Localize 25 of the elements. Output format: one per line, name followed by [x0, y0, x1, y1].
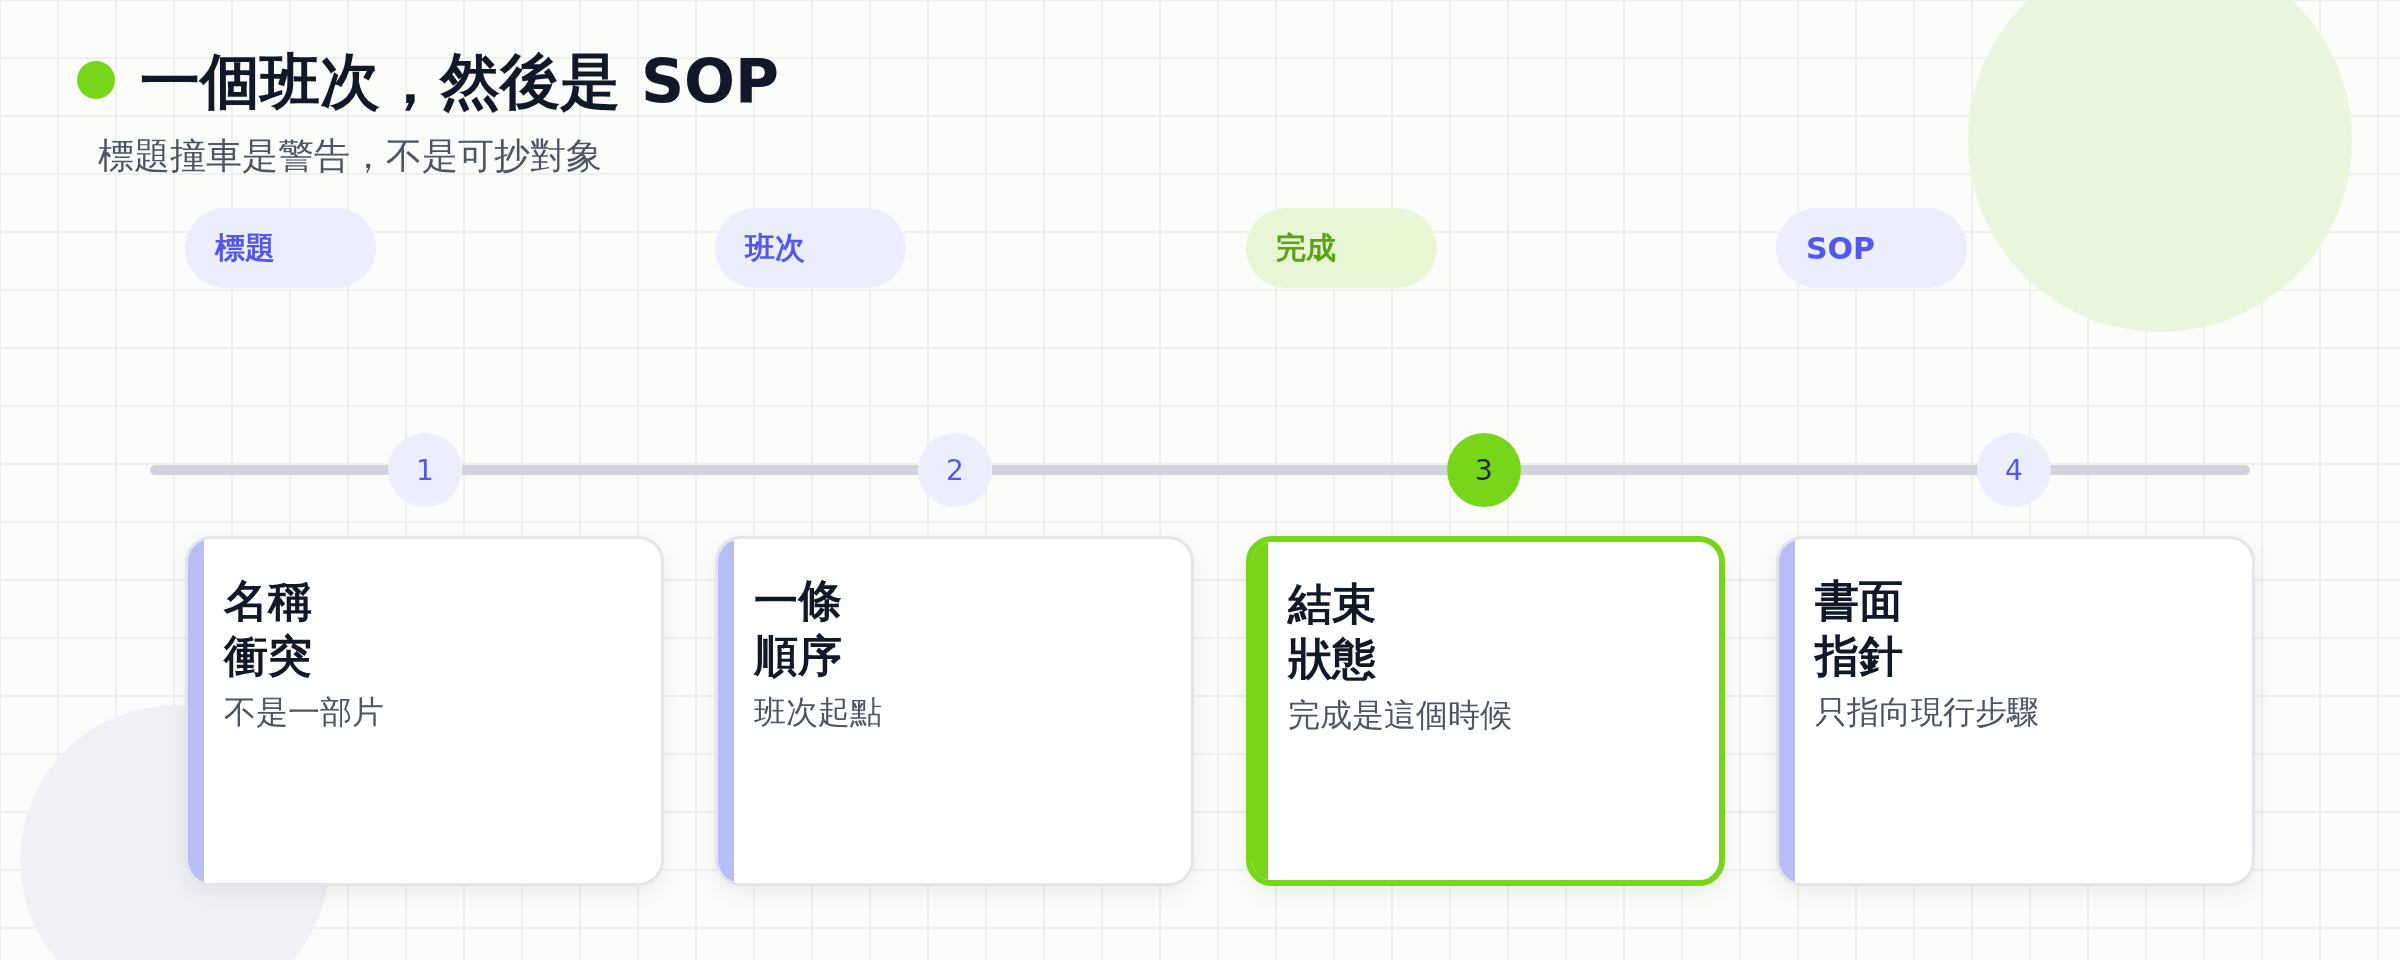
- card-text: 不是一部片: [224, 692, 385, 733]
- tag-pill: 班次: [715, 208, 906, 288]
- step-card: [715, 536, 1194, 886]
- card-text: 班次起點: [754, 692, 883, 733]
- step-number: 1: [388, 433, 462, 507]
- step-card: [185, 536, 664, 886]
- timeline-segment: [992, 465, 1447, 475]
- title: 一個班次，然後是 SOP: [140, 45, 780, 118]
- tag-pill: SOP: [1776, 208, 1967, 288]
- subtitle: 標題撞車是警告，不是可抄對象: [98, 134, 602, 178]
- step-number: 4: [1977, 433, 2051, 507]
- step-number: 3: [1447, 433, 1521, 507]
- card-text: 只指向現行步驟: [1815, 692, 2040, 733]
- step-card: [1246, 536, 1725, 886]
- tag-pill: 完成: [1246, 208, 1437, 288]
- card-heading: 名稱衝突: [224, 574, 313, 683]
- tag-pill: 標題: [185, 208, 376, 288]
- timeline-segment: [462, 465, 918, 475]
- card-heading: 結束狀態: [1288, 577, 1377, 686]
- card-text: 完成是這個時候: [1288, 695, 1513, 736]
- card-heading: 一條順序: [754, 574, 843, 683]
- card-heading: 書面指針: [1815, 574, 1904, 683]
- timeline-segment: [1521, 465, 1977, 475]
- step-number: 2: [918, 433, 992, 507]
- step-card: [1776, 536, 2255, 886]
